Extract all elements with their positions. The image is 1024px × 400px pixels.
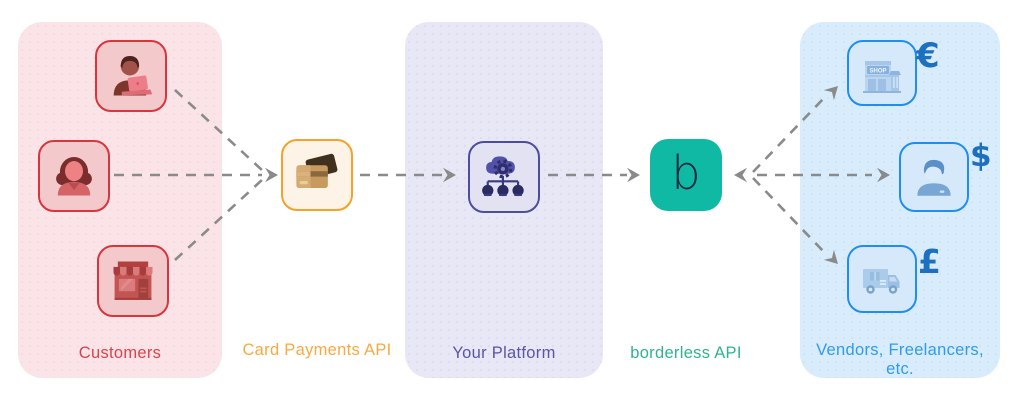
freelancer-person-icon (917, 159, 951, 196)
freelancer-tile (899, 142, 969, 212)
platform-tile (468, 141, 540, 213)
your-platform-label: Your Platform (452, 344, 556, 362)
shop-building-icon: SHOP (863, 61, 901, 93)
delivery-truck-icon (863, 269, 900, 294)
customer-laptop-tile (95, 40, 167, 112)
euro-symbol: € (916, 36, 940, 76)
delivery-truck-tile (847, 245, 917, 313)
dollar-symbol: $ (970, 138, 992, 174)
vendors-label: Vendors, Freelancers, etc. (816, 341, 984, 378)
arrowhead-back-to-borderless (734, 167, 747, 183)
customer-storefront-tile (97, 245, 169, 317)
cloud-network-icon (482, 156, 524, 197)
arrowhead-into-borderless (627, 167, 640, 183)
pound-symbol: £ (918, 242, 941, 281)
card-payments-tile (281, 139, 353, 211)
borderless-logo-tile: b (650, 139, 722, 211)
customers-label: Customers (78, 344, 162, 362)
borderless-letter: b (671, 146, 701, 200)
platform-panel (405, 22, 603, 378)
card-payments-api-label: Card Payments API (242, 341, 392, 359)
arrowhead-into-card (265, 167, 278, 183)
shop-sign-text: SHOP (869, 68, 886, 74)
borderless-api-label: borderless API (630, 344, 742, 362)
woman-icon (56, 157, 92, 196)
customer-woman-tile (38, 140, 110, 212)
credit-cards-icon (296, 153, 338, 188)
person-on-laptop-icon (113, 55, 153, 96)
storefront-icon (113, 261, 153, 300)
vendor-shop-tile: SHOP (847, 40, 917, 106)
